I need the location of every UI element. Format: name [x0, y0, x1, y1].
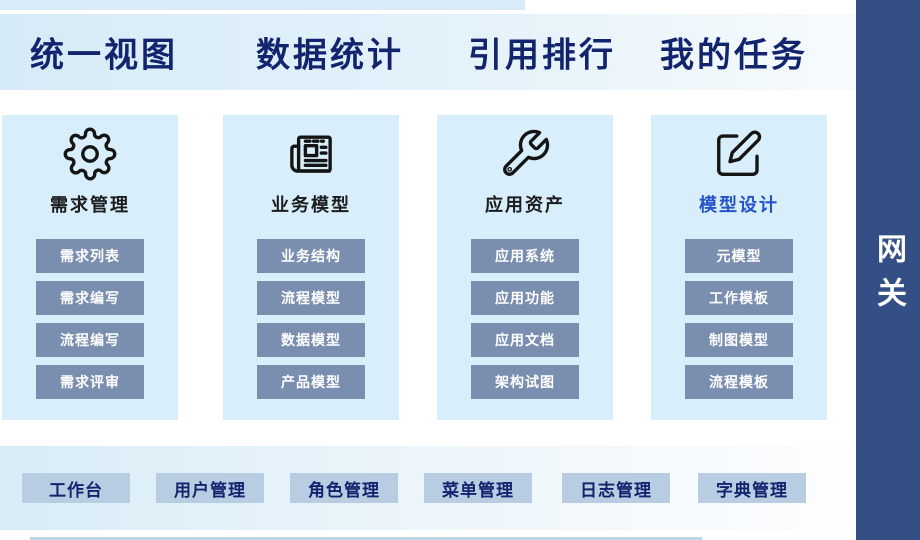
button-application-system[interactable]: 应用系统 [471, 239, 579, 273]
panel-requirement-management: 需求管理 需求列表 需求编写 流程编写 需求评审 [2, 115, 178, 420]
button-product-model[interactable]: 产品模型 [257, 365, 365, 399]
button-business-structure[interactable]: 业务结构 [257, 239, 365, 273]
button-application-document[interactable]: 应用文档 [471, 323, 579, 357]
tab-my-tasks[interactable]: 我的任务 [660, 36, 808, 75]
button-dictionary-management[interactable]: 字典管理 [698, 473, 806, 503]
button-diagram-model[interactable]: 制图模型 [685, 323, 793, 357]
tab-data-statistics[interactable]: 数据统计 [256, 36, 404, 75]
panel-buttons: 业务结构 流程模型 数据模型 产品模型 [257, 239, 365, 399]
panel-title-model-design: 模型设计 [699, 195, 779, 215]
button-data-model[interactable]: 数据模型 [257, 323, 365, 357]
panel-buttons: 元模型 工作模板 制图模型 流程模板 [685, 239, 793, 399]
button-work-template[interactable]: 工作模板 [685, 281, 793, 315]
panel-title-requirement-management: 需求管理 [50, 195, 130, 215]
button-requirement-review[interactable]: 需求评审 [36, 365, 144, 399]
top-strip [0, 0, 525, 10]
panel-buttons: 需求列表 需求编写 流程编写 需求评审 [36, 239, 144, 399]
button-meta-model[interactable]: 元模型 [685, 239, 793, 273]
panel-buttons: 应用系统 应用功能 应用文档 架构试图 [471, 239, 579, 399]
gear-icon [63, 127, 117, 181]
button-workbench[interactable]: 工作台 [22, 473, 130, 503]
gateway-sidebar[interactable]: 网关 [856, 0, 920, 540]
panel-title-application-assets: 应用资产 [485, 195, 565, 215]
panel-business-model: 业务模型 业务结构 流程模型 数据模型 产品模型 [223, 115, 399, 420]
button-requirement-writing[interactable]: 需求编写 [36, 281, 144, 315]
button-application-function[interactable]: 应用功能 [471, 281, 579, 315]
bottom-management-bar: 工作台 用户管理 角色管理 菜单管理 日志管理 字典管理 [0, 446, 856, 530]
bottom-strip [30, 537, 702, 540]
button-menu-management[interactable]: 菜单管理 [424, 473, 532, 503]
button-requirement-list[interactable]: 需求列表 [36, 239, 144, 273]
panel-application-assets: 应用资产 应用系统 应用功能 应用文档 架构试图 [437, 115, 613, 420]
wrench-icon [498, 127, 552, 181]
gateway-label: 网关 [872, 233, 905, 321]
button-process-writing[interactable]: 流程编写 [36, 323, 144, 357]
button-process-template[interactable]: 流程模板 [685, 365, 793, 399]
header-tab-bar: 统一视图 数据统计 引用排行 我的任务 [0, 14, 856, 90]
edit-icon [712, 127, 766, 181]
tab-unified-view[interactable]: 统一视图 [30, 36, 178, 75]
button-user-management[interactable]: 用户管理 [156, 473, 264, 503]
panel-model-design: 模型设计 元模型 工作模板 制图模型 流程模板 [651, 115, 827, 420]
newspaper-icon [284, 127, 338, 181]
button-process-model[interactable]: 流程模型 [257, 281, 365, 315]
tab-citation-ranking[interactable]: 引用排行 [468, 36, 616, 75]
button-role-management[interactable]: 角色管理 [290, 473, 398, 503]
button-log-management[interactable]: 日志管理 [562, 473, 670, 503]
panel-title-business-model: 业务模型 [271, 195, 351, 215]
button-architecture-view[interactable]: 架构试图 [471, 365, 579, 399]
